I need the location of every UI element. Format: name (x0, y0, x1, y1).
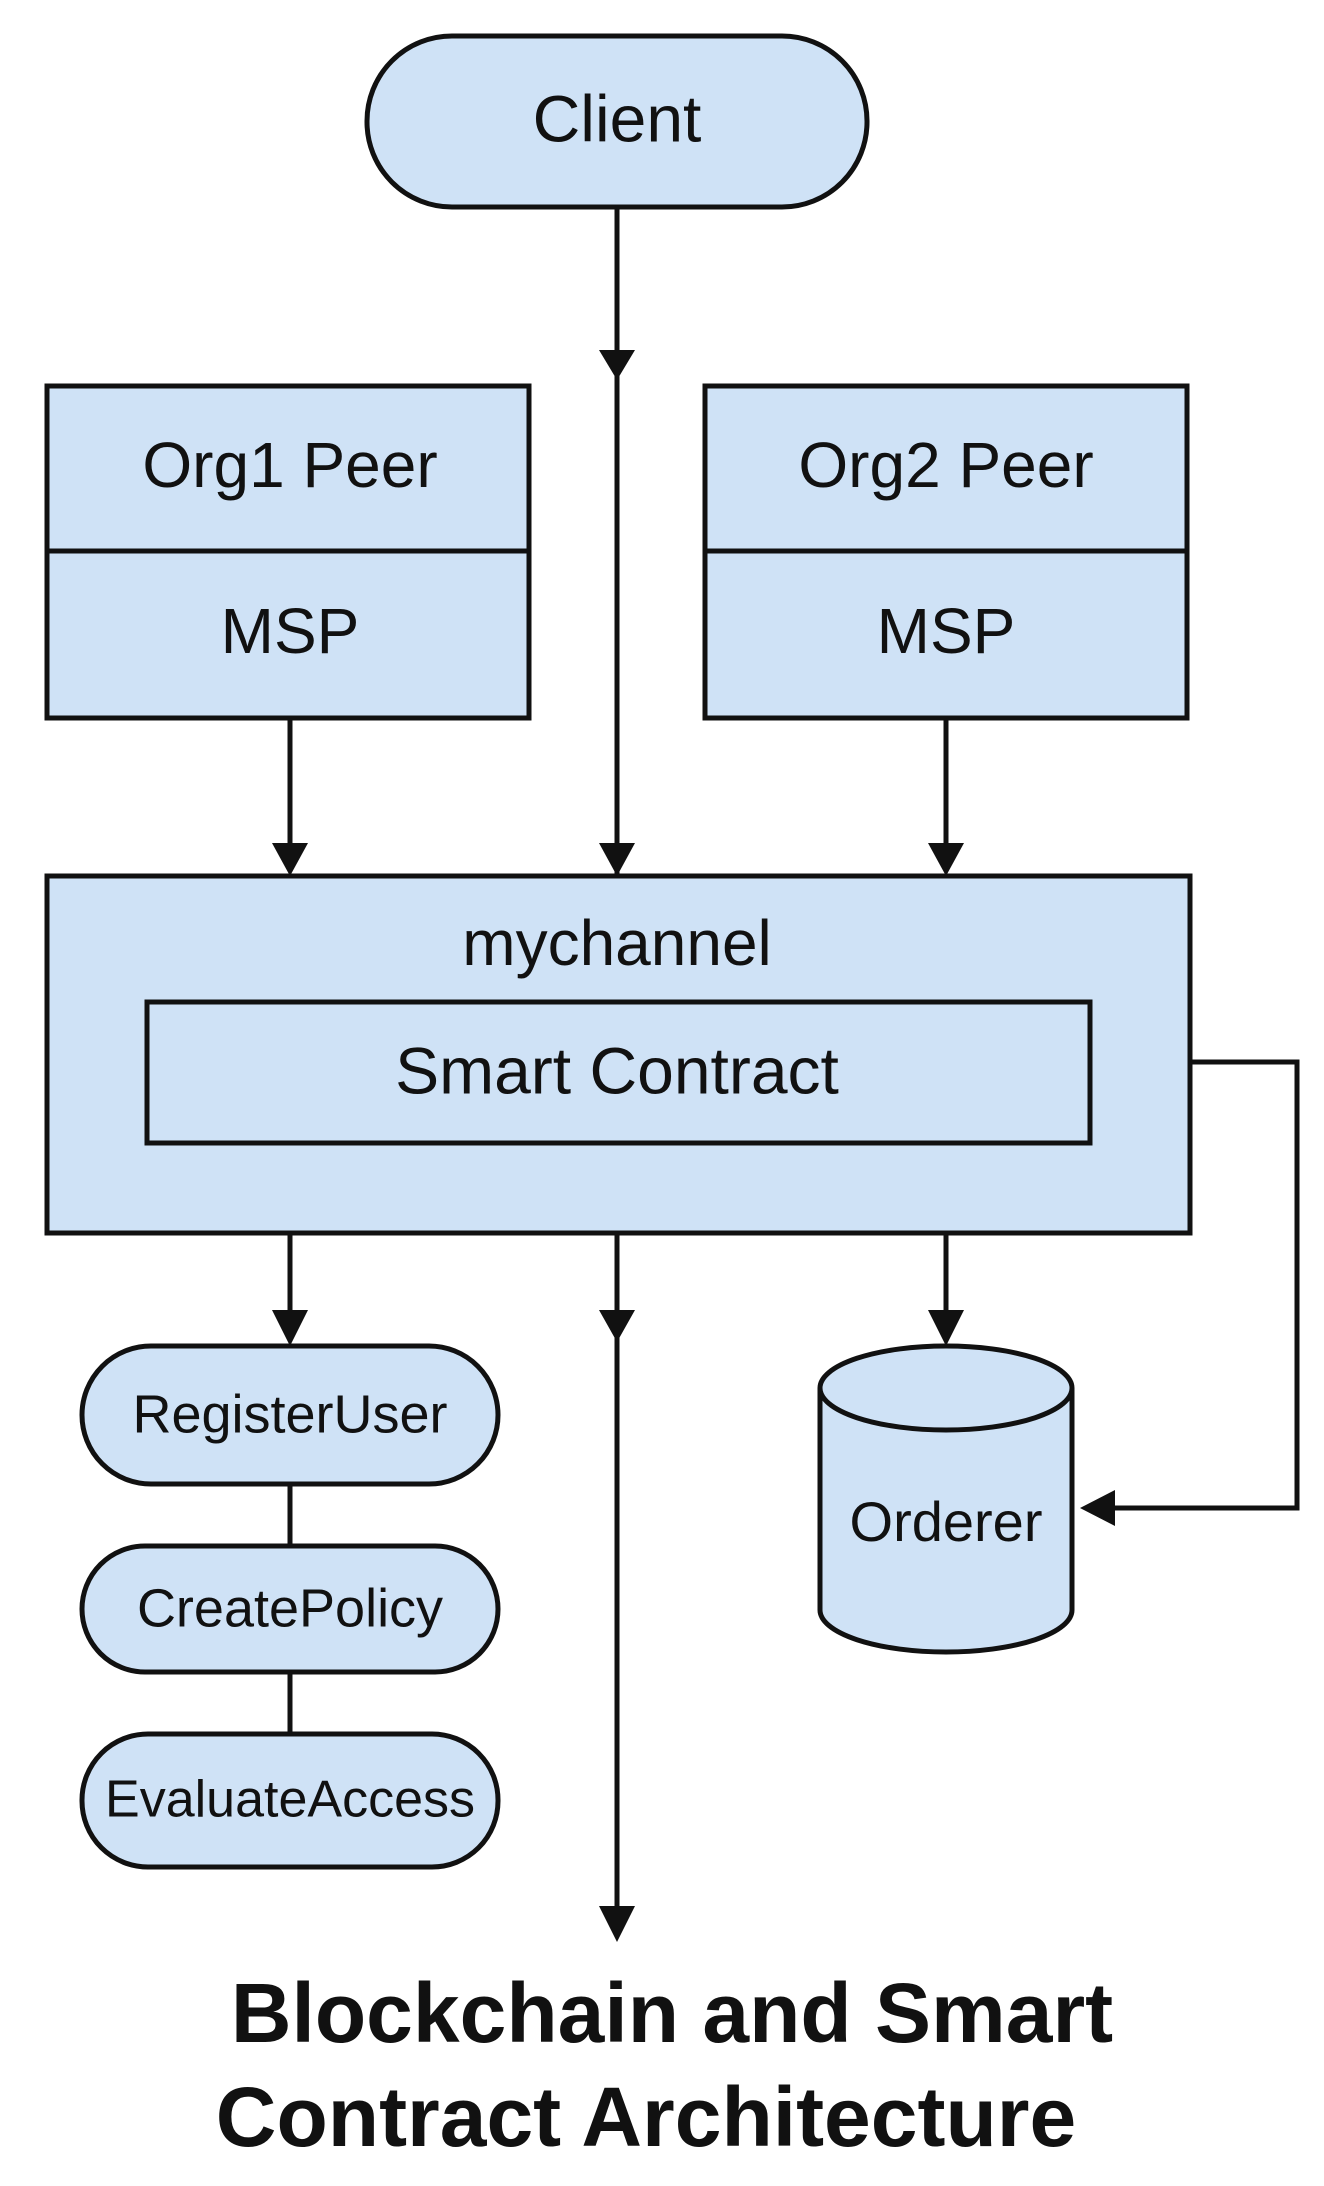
org1-peer-label: Org1 Peer (142, 429, 437, 501)
register-user-label: RegisterUser (132, 1384, 447, 1444)
evaluate-access-node: EvaluateAccess (79, 1731, 501, 1870)
orderer-side-arrowhead (1080, 1490, 1115, 1526)
orderer-label: Orderer (850, 1490, 1043, 1553)
title-line-1: Blockchain and Smart (231, 1966, 1113, 2060)
channel-to-orderer-loop-edge (1112, 1059, 1300, 1511)
orderer-cylinder-body (817, 1388, 1075, 1655)
client-label: Client (533, 81, 702, 155)
orderer-cylinder-top (817, 1343, 1075, 1433)
org2-channel-arrowhead (928, 843, 964, 876)
connectors (272, 207, 1300, 1942)
client-channel-arrowhead (599, 843, 635, 876)
orderer-arrowhead (928, 1310, 964, 1346)
diagram-title: Blockchain and Smart Contract Architectu… (216, 1966, 1113, 2164)
orderer-node: Orderer (817, 1343, 1075, 1655)
registeruser-arrowhead (272, 1310, 308, 1346)
org1-channel-arrowhead (272, 843, 308, 876)
title-line-2: Contract Architecture (216, 2070, 1076, 2164)
org2-peer-label: Org2 Peer (798, 429, 1093, 501)
register-user-node: RegisterUser (79, 1343, 501, 1487)
create-policy-label: CreatePolicy (137, 1578, 443, 1638)
contract-output-arrowhead (599, 1906, 635, 1942)
channel-label: mychannel (462, 907, 772, 979)
org2-peer-node: Org2 Peer MSP (702, 383, 1190, 721)
evaluate-access-label: EvaluateAccess (105, 1771, 475, 1829)
smart-contract-node: Smart Contract (144, 999, 1093, 1146)
org1-peer-node: Org1 Peer MSP (44, 383, 532, 721)
contract-center-mid-arrowhead (599, 1310, 635, 1342)
client-mid-arrowhead (599, 350, 635, 380)
org1-msp-label: MSP (221, 595, 360, 667)
smart-contract-label: Smart Contract (395, 1033, 839, 1107)
create-policy-node: CreatePolicy (79, 1543, 501, 1675)
client-node: Client (364, 33, 870, 210)
org2-msp-label: MSP (877, 595, 1016, 667)
